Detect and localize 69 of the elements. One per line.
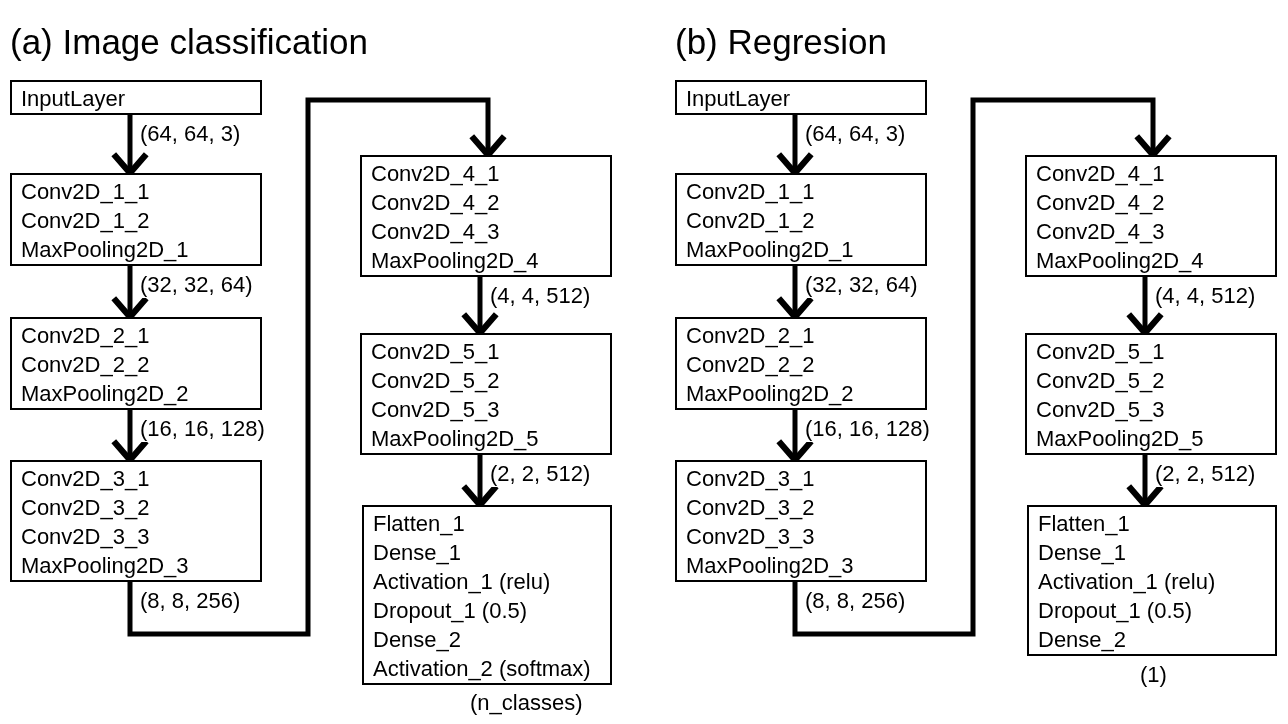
layer-box xyxy=(675,173,927,266)
layer-name: Conv2D_1_2 xyxy=(21,207,151,235)
layer-name: MaxPooling2D_2 xyxy=(21,380,190,408)
output-shape-label: (n_classes) xyxy=(470,690,583,716)
layer-name: Conv2D_4_1 xyxy=(371,160,501,188)
layer-box xyxy=(675,80,927,115)
layer-name: Conv2D_2_2 xyxy=(21,351,151,379)
layer-name: MaxPooling2D_4 xyxy=(371,247,540,275)
layer-name: MaxPooling2D_5 xyxy=(1036,425,1205,453)
layer-name: Conv2D_3_3 xyxy=(21,523,151,551)
layer-name: Conv2D_5_2 xyxy=(371,367,501,395)
layer-name: Conv2D_3_3 xyxy=(686,523,816,551)
layer-box xyxy=(360,155,612,277)
layer-name: Dense_2 xyxy=(1038,626,1128,654)
layer-box xyxy=(10,460,262,582)
layer-name: Dense_2 xyxy=(373,626,463,654)
layer-box xyxy=(10,173,262,266)
layer-name: Flatten_1 xyxy=(373,510,466,538)
layer-name: Conv2D_5_3 xyxy=(1036,396,1166,424)
layer-name: MaxPooling2D_5 xyxy=(371,425,540,453)
layer-name: Conv2D_5_1 xyxy=(1036,338,1166,366)
layer-name: MaxPooling2D_2 xyxy=(686,380,855,408)
panel-title: (a) Image classification xyxy=(10,22,368,62)
layer-name: Conv2D_3_1 xyxy=(686,465,816,493)
layer-name: Activation_1 (relu) xyxy=(1038,568,1217,596)
layer-name: Conv2D_3_2 xyxy=(21,494,151,522)
layer-name: Conv2D_4_3 xyxy=(1036,218,1166,246)
layer-box xyxy=(1027,505,1277,656)
layer-name: Conv2D_2_2 xyxy=(686,351,816,379)
layer-name: Activation_1 (relu) xyxy=(373,568,552,596)
layer-name: Flatten_1 xyxy=(1038,510,1131,538)
layer-name: Conv2D_3_2 xyxy=(686,494,816,522)
layer-name: MaxPooling2D_3 xyxy=(21,552,190,580)
layer-name: MaxPooling2D_1 xyxy=(21,236,190,264)
layer-name: Conv2D_1_1 xyxy=(686,178,816,206)
layer-name: Dense_1 xyxy=(1038,539,1128,567)
layer-name: Dense_1 xyxy=(373,539,463,567)
layer-name: InputLayer xyxy=(21,85,126,113)
layer-name: InputLayer xyxy=(686,85,791,113)
layer-name: MaxPooling2D_3 xyxy=(686,552,855,580)
layer-name: Dropout_1 (0.5) xyxy=(373,597,529,625)
layer-box xyxy=(362,505,612,685)
layer-name: Activation_2 (softmax) xyxy=(373,655,592,683)
layer-name: Conv2D_3_1 xyxy=(21,465,151,493)
layer-name: Conv2D_4_2 xyxy=(371,189,501,217)
layer-name: Conv2D_4_1 xyxy=(1036,160,1166,188)
layer-box xyxy=(675,317,927,410)
panel-title: (b) Regresion xyxy=(675,22,888,62)
layer-name: Conv2D_4_2 xyxy=(1036,189,1166,217)
layer-name: Conv2D_2_1 xyxy=(686,322,816,350)
layer-name: MaxPooling2D_4 xyxy=(1036,247,1205,275)
layer-name: Conv2D_5_1 xyxy=(371,338,501,366)
layer-name: Conv2D_1_1 xyxy=(21,178,151,206)
layer-name: Conv2D_1_2 xyxy=(686,207,816,235)
layer-box xyxy=(10,317,262,410)
layer-name: Conv2D_5_2 xyxy=(1036,367,1166,395)
layer-name: Conv2D_2_1 xyxy=(21,322,151,350)
layer-name: Conv2D_5_3 xyxy=(371,396,501,424)
layer-box xyxy=(360,333,612,455)
arrow xyxy=(127,97,508,637)
arrow xyxy=(792,97,1173,637)
output-shape-label: (1) xyxy=(1140,662,1167,688)
layer-box xyxy=(1025,155,1277,277)
layer-name: MaxPooling2D_1 xyxy=(686,236,855,264)
layer-name: Dropout_1 (0.5) xyxy=(1038,597,1194,625)
layer-box xyxy=(10,80,262,115)
layer-box xyxy=(1025,333,1277,455)
layer-name: Conv2D_4_3 xyxy=(371,218,501,246)
layer-box xyxy=(675,460,927,582)
